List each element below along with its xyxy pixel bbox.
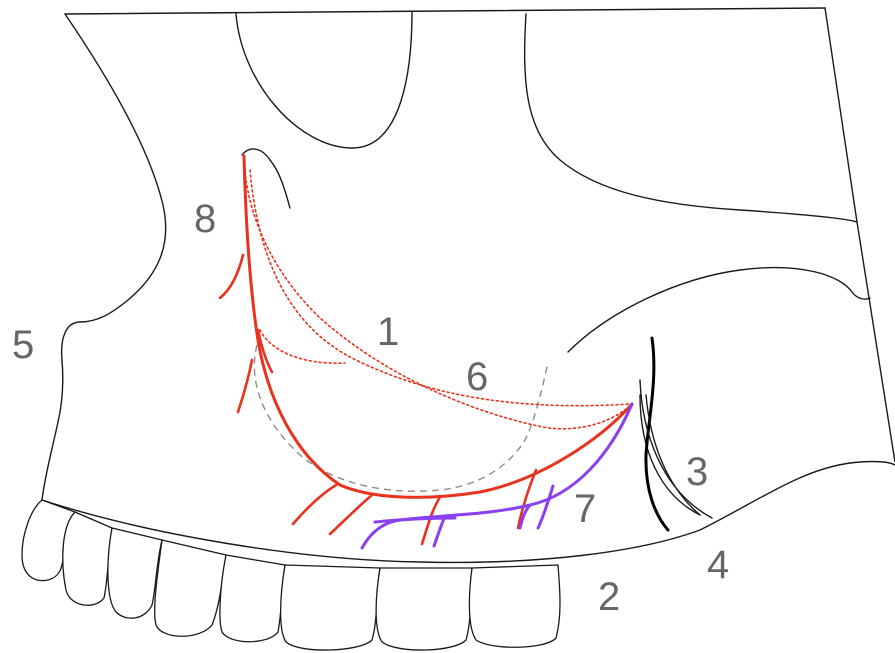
orbit-outline bbox=[236, 12, 412, 148]
label-5: 5 bbox=[12, 323, 34, 367]
label-1: 1 bbox=[377, 310, 399, 354]
pterygoid-curve bbox=[640, 338, 712, 530]
zygomatic-outline bbox=[525, 14, 857, 222]
label-2: 2 bbox=[598, 575, 620, 619]
tooth-7 bbox=[376, 568, 472, 650]
bone-outline bbox=[42, 8, 895, 562]
tooth-6 bbox=[281, 565, 380, 650]
label-3: 3 bbox=[686, 450, 708, 494]
anterior-contour bbox=[42, 14, 166, 500]
teeth-row bbox=[22, 500, 560, 650]
zygomatic-buttress bbox=[568, 268, 870, 352]
label-8: 8 bbox=[194, 197, 216, 241]
infraorbital-foramen bbox=[242, 149, 290, 208]
maxillary-sinus-outline bbox=[254, 345, 548, 491]
top-border bbox=[65, 8, 825, 14]
right-border bbox=[825, 8, 895, 462]
tooth-5 bbox=[220, 555, 285, 642]
tooth-8 bbox=[469, 565, 560, 647]
label-7: 7 bbox=[574, 487, 596, 531]
tooth-4 bbox=[155, 540, 226, 636]
dotted-arteries bbox=[244, 156, 632, 429]
label-4: 4 bbox=[707, 543, 729, 587]
tooth-2 bbox=[63, 512, 112, 605]
tooth-3 bbox=[108, 528, 162, 618]
label-6: 6 bbox=[466, 355, 488, 399]
